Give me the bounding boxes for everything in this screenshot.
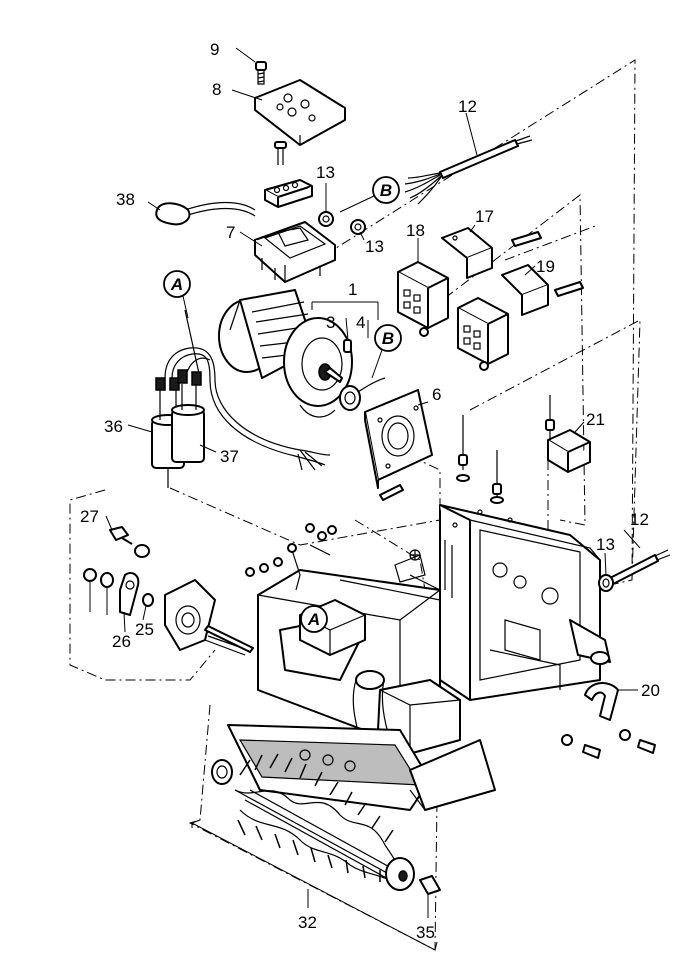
- label-3: 3: [326, 313, 335, 332]
- label-27: 27: [80, 507, 99, 526]
- label-32: 32: [298, 913, 317, 932]
- label-8: 8: [212, 80, 221, 99]
- label-9: 9: [210, 40, 219, 59]
- label-17: 17: [475, 207, 494, 226]
- label-7: 7: [226, 223, 235, 242]
- callout-a-lower: A: [300, 605, 328, 633]
- bearing-part-4: [339, 377, 386, 411]
- pin-part-35: [419, 875, 441, 895]
- label-21: 21: [586, 410, 605, 429]
- grommet-part-13-upper: [318, 211, 366, 235]
- svg-text:B: B: [382, 329, 394, 348]
- svg-text:A: A: [307, 610, 320, 629]
- label-18: 18: [406, 221, 425, 240]
- bracket-part-19: [501, 231, 584, 316]
- label-13-upper: 13: [316, 163, 335, 182]
- grommet-part-13-lower: [598, 574, 614, 592]
- label-12-lower: 12: [630, 510, 649, 529]
- cable-part-12-lower: [609, 549, 671, 585]
- screw-part-9: [255, 61, 267, 85]
- pins: [456, 415, 504, 504]
- terminal-cover-part-8: [254, 79, 346, 146]
- label-25: 25: [135, 620, 154, 639]
- label-20: 20: [641, 681, 660, 700]
- side-assembly-parts: [83, 526, 254, 656]
- label-4: 4: [356, 313, 365, 332]
- leader-lines: [89, 47, 641, 918]
- mounting-plate-part-6: [364, 389, 433, 489]
- label-19: 19: [536, 257, 555, 276]
- svg-text:A: A: [170, 275, 183, 294]
- nozzle-housing: [227, 724, 496, 811]
- cable-part-38: [155, 201, 256, 226]
- label-37: 37: [220, 447, 239, 466]
- chassis-frame: [439, 504, 611, 701]
- housing-body: [257, 549, 461, 756]
- clip-part-20: [584, 682, 619, 721]
- label-36: 36: [104, 417, 123, 436]
- bearing-end-cap: [211, 759, 233, 785]
- brush-roller-part-32: [234, 753, 415, 891]
- callout-b-upper: B: [339, 176, 400, 213]
- part-number-labels: 9 8 12 13 38 7 13 18 17 19 1 3 4 6 36 37…: [80, 40, 660, 942]
- label-13-lower: 13: [596, 535, 615, 554]
- terminal-box-part-7: [254, 221, 336, 283]
- callout-a-upper: A: [163, 270, 191, 319]
- small-fasteners: [245, 484, 656, 759]
- bracket-part-17: [441, 227, 493, 279]
- screw-part-3: [343, 339, 352, 353]
- label-26: 26: [112, 632, 131, 651]
- roller-bracket-lines: [191, 819, 438, 951]
- assembly-guide-lines: [69, 59, 641, 951]
- svg-text:B: B: [380, 181, 392, 200]
- callout-b-lower: B: [371, 324, 402, 379]
- label-12-upper: 12: [458, 97, 477, 116]
- capacitor-part-37: [171, 369, 205, 463]
- label-6: 6: [432, 385, 441, 404]
- contactor-part-18: [397, 261, 449, 337]
- label-13-middle: 13: [365, 237, 384, 256]
- contactor-second: [457, 297, 509, 371]
- cable-part-12-upper: [404, 135, 533, 205]
- label-38: 38: [116, 190, 135, 209]
- motor-part-1: [218, 289, 353, 418]
- label-35: 35: [416, 923, 435, 942]
- label-1: 1: [348, 280, 357, 299]
- terminal-strip: [264, 141, 313, 208]
- switch-part-21: [545, 395, 591, 473]
- wiring-harness: [164, 309, 331, 471]
